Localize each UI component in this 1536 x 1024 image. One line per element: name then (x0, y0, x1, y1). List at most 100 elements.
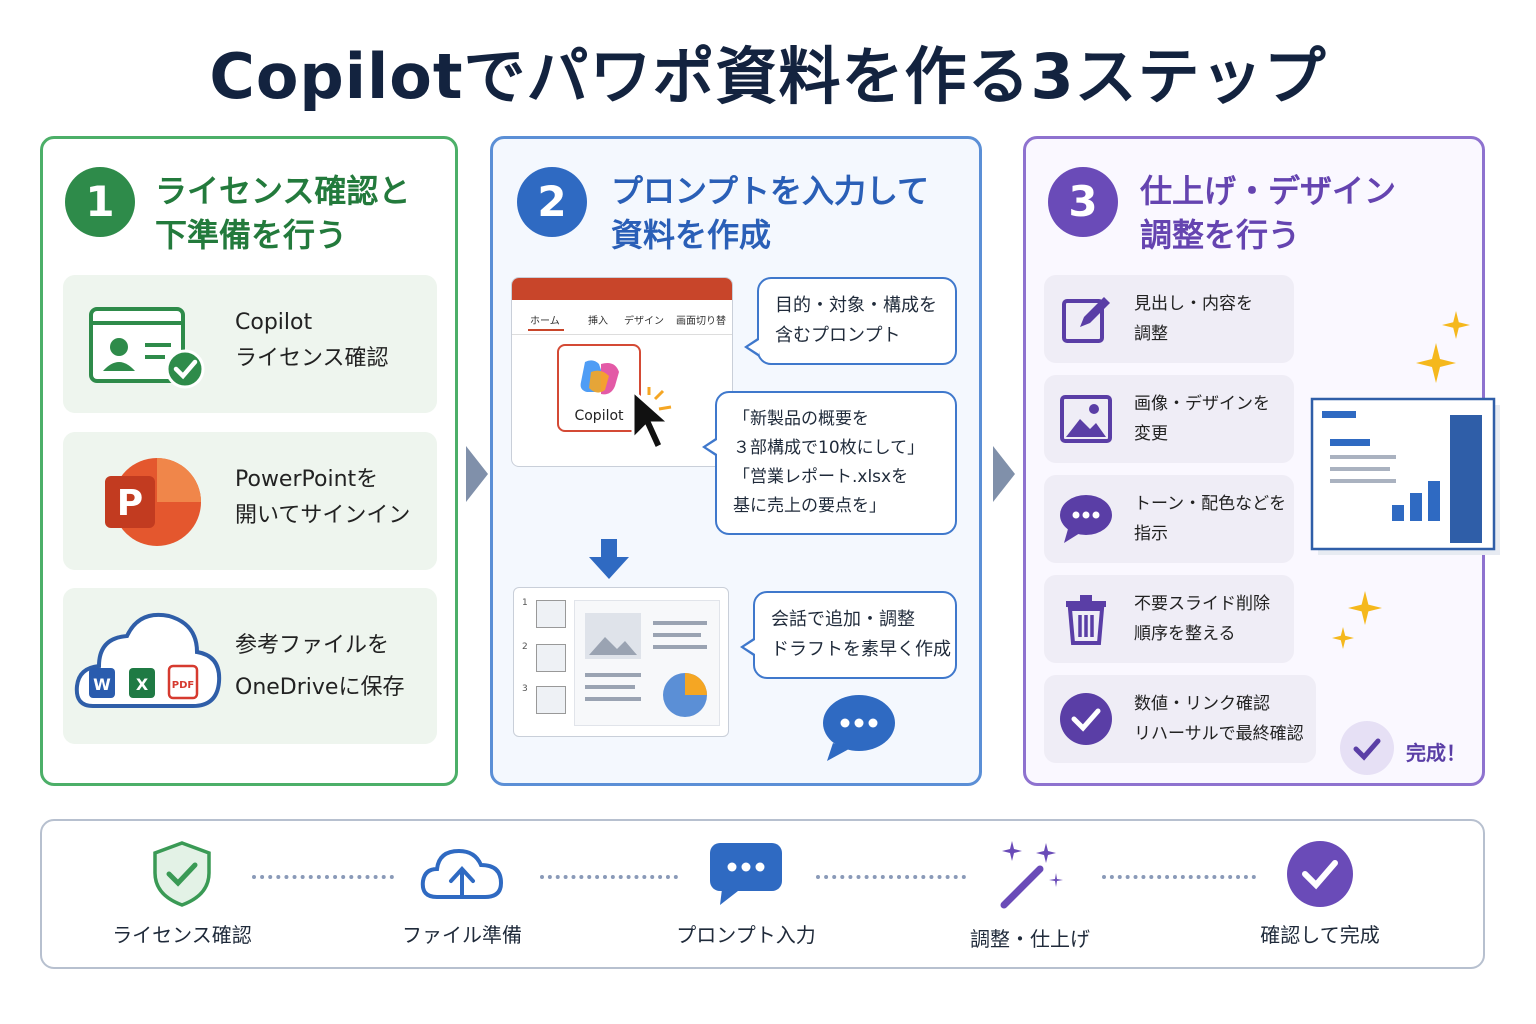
tone-color-text: トーン・配色などを 指示 (1134, 489, 1286, 549)
ribbon-tab-insert[interactable]: 挿入 (588, 316, 608, 327)
delete-slide-line-1: 不要スライド削除 (1134, 594, 1270, 614)
sparkle-icon (1442, 311, 1470, 339)
flow-connector-4 (1102, 875, 1256, 879)
flow-step-complete: 確認して完成 (1220, 839, 1420, 948)
chat-icon (1060, 495, 1112, 543)
change-image-line-2: 変更 (1134, 424, 1168, 444)
flow-connector-3 (816, 875, 966, 879)
check-circle-flow-icon (1287, 841, 1353, 907)
magic-wand-icon (1000, 841, 1063, 909)
flow-connector-1 (252, 875, 394, 879)
copilot-button[interactable]: Copilot (557, 344, 641, 432)
final-check-line-1: 数値・リンク確認 (1134, 694, 1270, 714)
tone-color-line-2: 指示 (1134, 524, 1168, 544)
powerpoint-signin-line-2: 開いてサインイン (235, 503, 411, 528)
step-1-number: 1 (65, 167, 135, 237)
thumbnail-number-1: 1 (522, 598, 528, 608)
final-check-card: 数値・リンク確認 リハーサルで最終確認 (1044, 675, 1316, 763)
step-3-number: 3 (1048, 167, 1118, 237)
step-2-number: 2 (517, 167, 587, 237)
step-3-panel: 3 仕上げ・デザイン 調整を行う 見出し・内容を 調整 画像・デザインを 変更 (1023, 136, 1500, 786)
ribbon-tab-design[interactable]: デザイン (624, 316, 664, 327)
flow-step-file-prep: ファイル準備 (362, 839, 562, 948)
step-1-panel: 1 ライセンス確認と 下準備を行う Copilot ライセンス確認 P Pow (40, 136, 458, 786)
adjust-heading-text: 見出し・内容を 調整 (1134, 289, 1253, 349)
powerpoint-window: ホーム 挿入 デザイン 画面切り替 Copilot (511, 277, 733, 467)
step-1-title: ライセンス確認と 下準備を行う (155, 169, 410, 257)
prompt-example-line-4: 基に売上の要点を」 (733, 496, 886, 516)
cloud-upload-icon (420, 848, 504, 899)
slide-thumbnail-3[interactable] (536, 686, 566, 714)
pdf-badge-icon (167, 664, 199, 700)
prompt-content-line-1: 目的・対象・構成を (775, 295, 937, 316)
page-title: Copilotでパワポ資料を作る3ステップ (209, 40, 1327, 113)
final-check-text: 数値・リンク確認 リハーサルで最終確認 (1134, 689, 1304, 749)
license-check-line-2: ライセンス確認 (235, 346, 389, 371)
onedrive-save-line-2: OneDriveに保存 (235, 675, 405, 700)
powerpoint-icon: P (105, 458, 201, 546)
license-check-line-1: Copilot (235, 310, 313, 335)
delete-slide-text: 不要スライド削除 順序を整える (1134, 589, 1270, 649)
check-circle-icon (1060, 693, 1112, 745)
flow-label-complete: 確認して完成 (1260, 923, 1380, 947)
flow-step-license: ライセンス確認 (82, 839, 282, 948)
flow-label-prompt: プロンプト入力 (676, 923, 816, 947)
flow-step-adjust: 調整・仕上げ (930, 839, 1130, 952)
sparkle-large-icon (1416, 343, 1456, 383)
ribbon-tab-home[interactable]: ホーム (530, 316, 560, 327)
step-2-title: プロンプトを入力して 資料を作成 (611, 169, 929, 257)
slide-thumbnail-1[interactable] (536, 600, 566, 628)
prompt-example-line-3: 「営業レポート.xlsxを (733, 467, 909, 487)
prompt-example-bubble: 「新製品の概要を ３部構成で10枚にして」 「営業レポート.xlsxを 基に売上… (702, 391, 957, 535)
powerpoint-signin-card: P PowerPointを 開いてサインイン (63, 432, 437, 570)
excel-badge-label: X (136, 675, 149, 694)
step-3-title-line-2: 調整を行う (1140, 216, 1301, 254)
license-check-text: Copilot ライセンス確認 (235, 305, 389, 377)
step-1-title-line-2: 下準備を行う (155, 216, 348, 254)
final-check-line-2: リハーサルで最終確認 (1134, 724, 1304, 744)
word-badge-label: W (93, 675, 111, 694)
onedrive-save-line-1: 参考ファイルを (235, 633, 390, 658)
word-badge-icon (89, 668, 115, 698)
copilot-label: Copilot (574, 408, 624, 424)
step-2-title-line-1: プロンプトを入力して (611, 172, 930, 210)
image-icon (1060, 395, 1112, 443)
powerpoint-signin-text: PowerPointを 開いてサインイン (235, 462, 410, 534)
thumbnail-number-2: 2 (522, 642, 528, 652)
step-arrow-1-icon (466, 446, 488, 502)
down-arrow-icon (589, 539, 629, 579)
step-3-title-line-1: 仕上げ・デザイン (1140, 172, 1397, 210)
slide-thumbnail-2[interactable] (536, 644, 566, 672)
sparkle-bottom-icon (1348, 591, 1382, 625)
flow-step-prompt: プロンプト入力 (646, 839, 846, 948)
license-card-icon (89, 307, 205, 389)
finished-slide-illustration (1310, 397, 1500, 555)
shield-check-icon (153, 841, 211, 907)
step-arrow-2-icon (993, 446, 1015, 502)
conversation-adjust-line-2: ドラフトを素早く作成 (771, 639, 951, 660)
thumbnail-number-3: 3 (522, 684, 528, 694)
powerpoint-titlebar (512, 278, 732, 300)
onedrive-save-card: W X PDF 参考ファイルを OneDriveに保存 (63, 588, 437, 744)
change-image-line-1: 画像・デザインを (1134, 394, 1270, 414)
prompt-example-line-2: ３部構成で10枚にして」 (733, 438, 925, 458)
chat-bubble-icon (823, 695, 895, 761)
delete-slide-line-2: 順序を整える (1134, 624, 1236, 644)
copilot-logo-icon (580, 360, 619, 395)
edit-icon (1062, 297, 1110, 343)
tone-color-card: トーン・配色などを 指示 (1044, 475, 1294, 563)
flow-connector-2 (540, 875, 678, 879)
ribbon-tab-transitions[interactable]: 画面切り替 (676, 316, 726, 327)
change-image-card: 画像・デザインを 変更 (1044, 375, 1294, 463)
pdf-badge-label: PDF (172, 680, 194, 691)
prompt-example-line-1: 「新製品の概要を (733, 409, 869, 429)
trash-icon (1066, 595, 1106, 645)
delete-slide-card: 不要スライド削除 順序を整える (1044, 575, 1294, 663)
complete-check-icon (1340, 721, 1394, 775)
tone-color-line-1: トーン・配色などを (1134, 494, 1287, 514)
powerpoint-signin-line-1: PowerPointを (235, 467, 379, 492)
slide-preview-content-icon (585, 613, 707, 717)
onedrive-cloud-icon: W X PDF (74, 613, 222, 708)
flow-label-file-prep: ファイル準備 (402, 923, 522, 947)
adjust-heading-line-1: 見出し・内容を (1134, 294, 1253, 314)
